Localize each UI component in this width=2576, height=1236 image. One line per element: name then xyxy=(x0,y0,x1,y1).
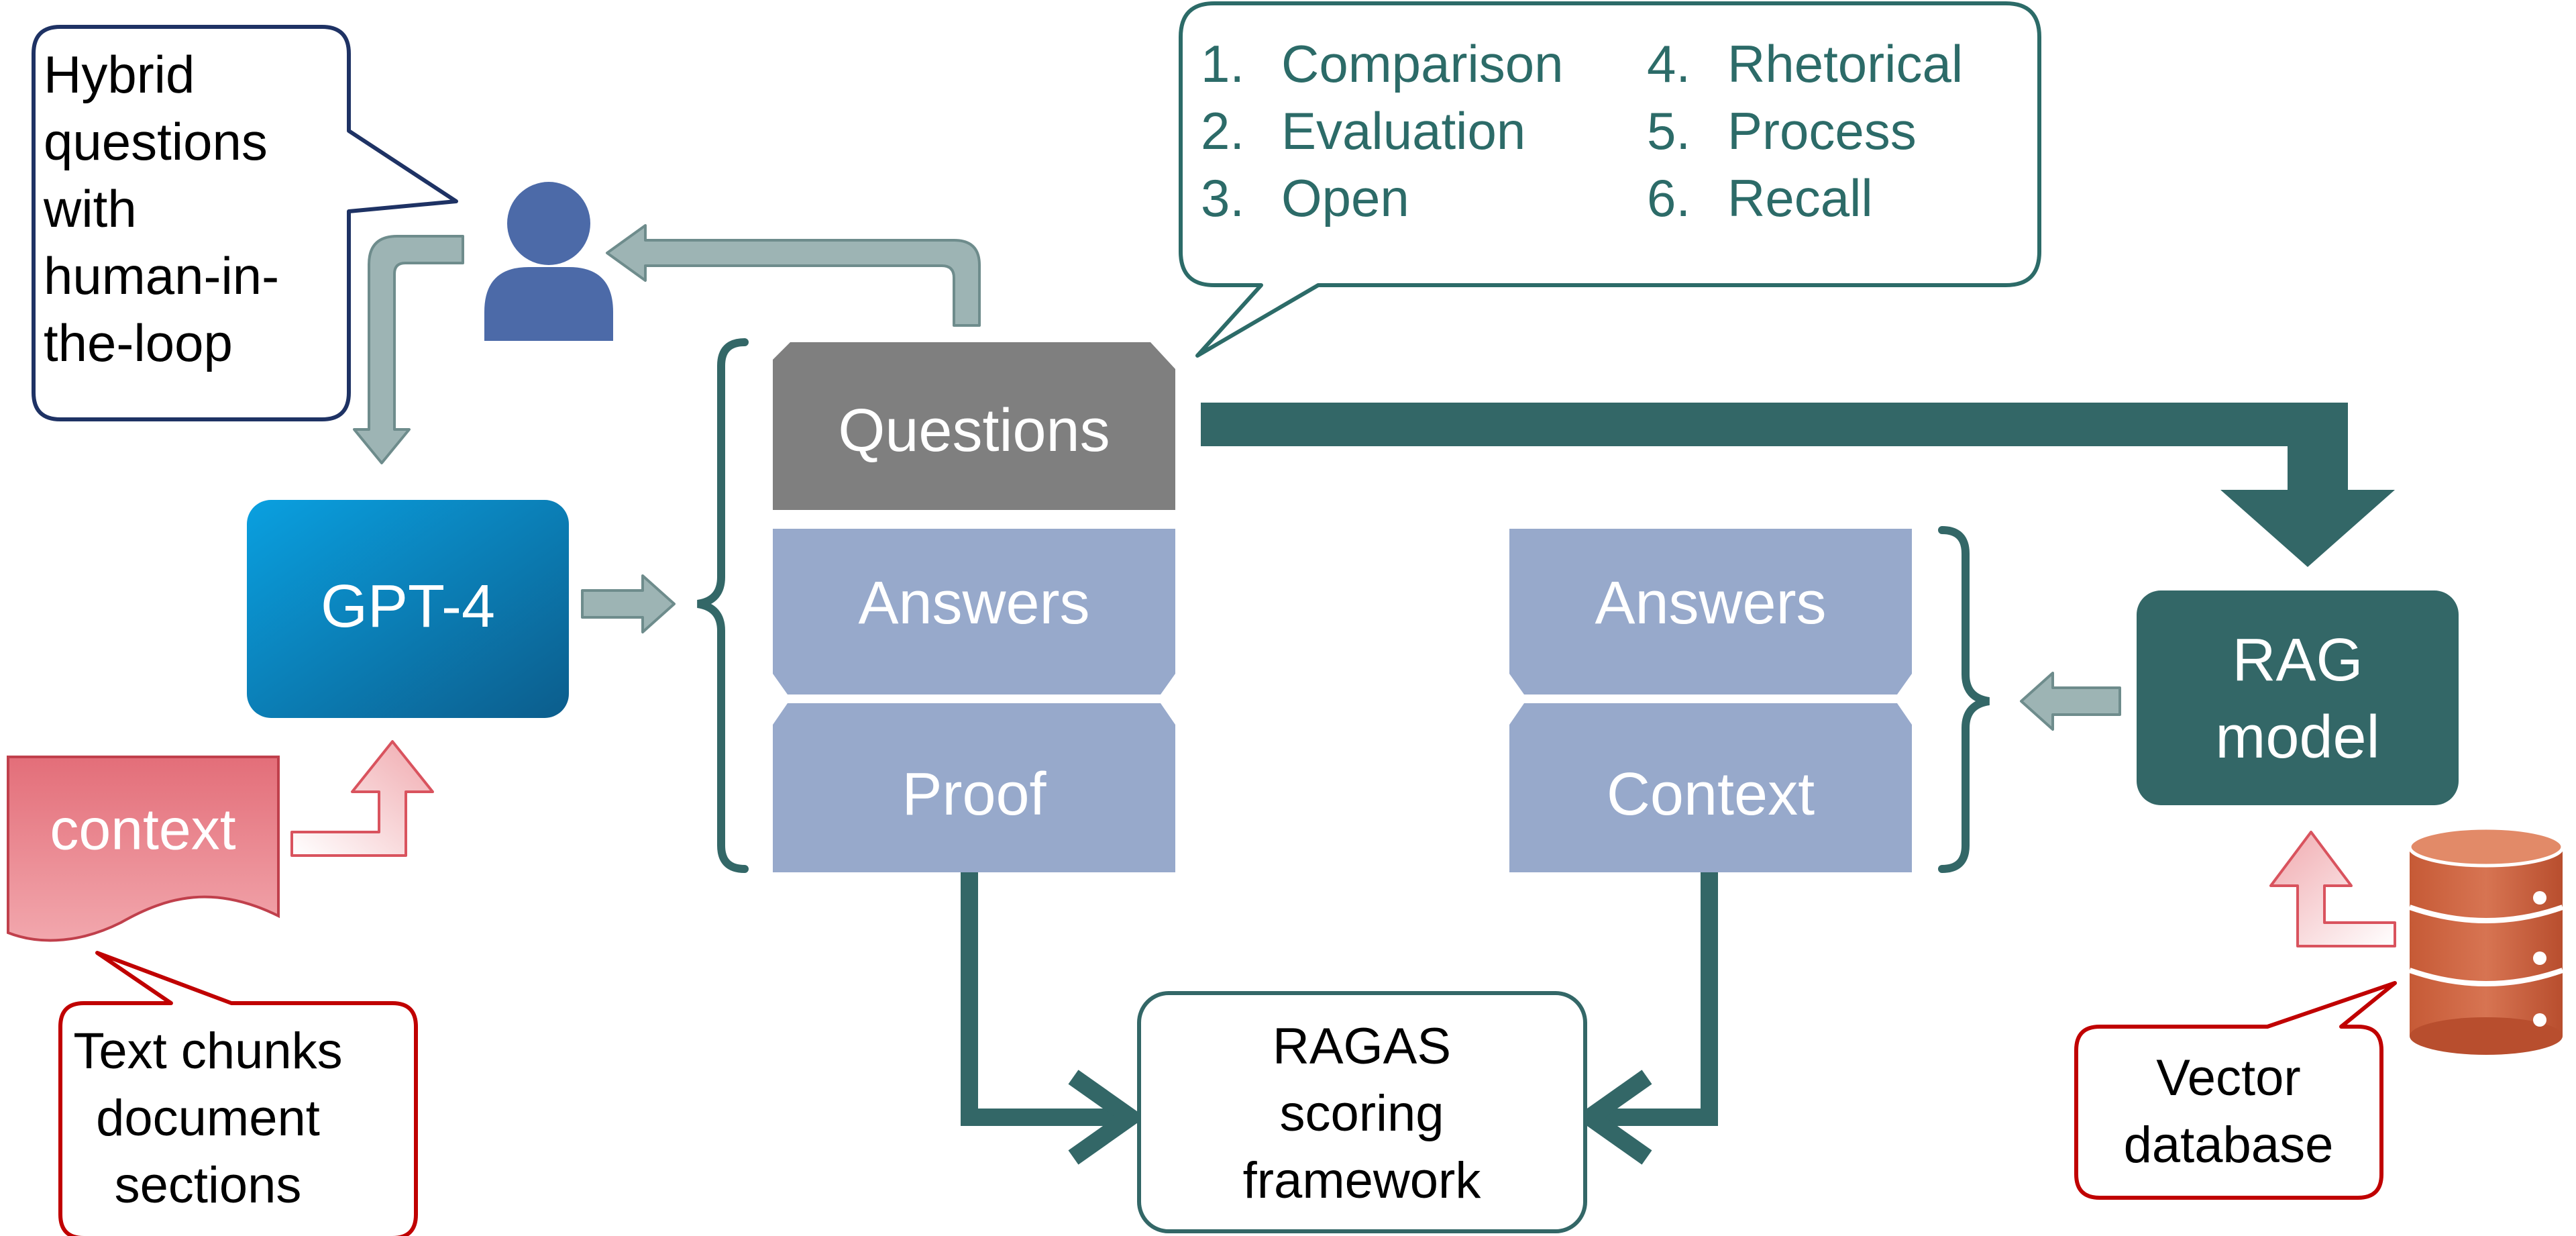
qtype-num-1: 1. xyxy=(1201,34,1244,93)
rag-to-brace-arrow xyxy=(2020,672,2121,731)
answers-left-label: Answers xyxy=(858,570,1089,637)
questions-to-user-arrow xyxy=(606,224,981,327)
questions-label: Questions xyxy=(838,397,1110,464)
proof-to-ragas-arrow xyxy=(961,872,1120,1126)
gpt4-label: GPT-4 xyxy=(321,573,495,640)
context-right-label: Context xyxy=(1607,761,1815,828)
left-brace xyxy=(696,338,749,873)
hybrid-line-2: questions xyxy=(44,112,268,171)
qtype-label-6: Recall xyxy=(1727,168,1873,227)
ragas-line-1: RAGAS xyxy=(1273,1018,1451,1075)
qtype-label-1: Comparison xyxy=(1281,34,1564,93)
proof-label: Proof xyxy=(902,761,1046,828)
context-to-ragas-arrowhead xyxy=(1574,1070,1652,1165)
chunks-line-2: document xyxy=(96,1090,320,1147)
hybrid-line-1: Hybrid xyxy=(44,45,195,104)
document-icon: context xyxy=(7,756,280,942)
ragas-line-3: framework xyxy=(1243,1152,1482,1209)
questions-box: Questions xyxy=(773,342,1175,510)
proof-box: Proof xyxy=(773,703,1175,872)
rag-line-1: RAG xyxy=(2232,627,2363,694)
qtype-label-2: Evaluation xyxy=(1281,101,1525,160)
database-to-rag-arrow xyxy=(2269,831,2396,947)
qtype-label-3: Open xyxy=(1281,168,1409,227)
qtype-num-6: 6. xyxy=(1647,168,1690,227)
qtype-num-4: 4. xyxy=(1647,34,1690,93)
gpt4-box: GPT-4 xyxy=(247,500,569,718)
rag-model-box: RAG model xyxy=(2137,590,2459,805)
vector-database-callout: Vector database xyxy=(2074,981,2397,1200)
hybrid-line-3: with xyxy=(43,179,137,238)
text-chunks-callout: Text chunks document sections xyxy=(58,951,418,1236)
user-icon xyxy=(484,182,613,341)
ragas-box: RAGAS scoring framework xyxy=(1137,991,1587,1233)
answers-right-label: Answers xyxy=(1595,570,1826,637)
qtype-num-3: 3. xyxy=(1201,168,1244,227)
answers-box-right: Answers xyxy=(1509,529,1912,694)
database-icon xyxy=(2408,826,2565,1055)
vector-line-1: Vector xyxy=(2156,1049,2300,1106)
qtype-num-5: 5. xyxy=(1647,101,1690,160)
chunks-line-3: sections xyxy=(115,1157,302,1214)
gpt4-to-brace-arrow xyxy=(581,574,676,633)
chunks-line-1: Text chunks xyxy=(73,1023,342,1080)
user-to-gpt4-arrow xyxy=(353,235,464,464)
rag-line-2: model xyxy=(2215,704,2379,771)
answers-box-left: Answers xyxy=(773,529,1175,694)
qtype-label-4: Rhetorical xyxy=(1727,34,1963,93)
qtype-label-5: Process xyxy=(1727,101,1917,160)
ragas-line-2: scoring xyxy=(1280,1085,1444,1142)
context-box-right: Context xyxy=(1509,703,1912,872)
qtype-num-2: 2. xyxy=(1201,101,1244,160)
right-brace xyxy=(1938,526,1990,873)
hybrid-line-4: human-in- xyxy=(44,246,279,305)
context-to-ragas-arrow xyxy=(1600,872,1718,1126)
vector-line-2: database xyxy=(2124,1117,2334,1174)
context-doc-label: context xyxy=(50,798,235,862)
questions-to-rag-arrow xyxy=(1201,403,2395,567)
proof-to-ragas-arrowhead xyxy=(1068,1070,1146,1165)
hybrid-questions-callout: Hybrid questions with human-in- the-loop xyxy=(32,25,458,421)
question-types-callout: 1. Comparison 2. Evaluation 3. Open 4. R… xyxy=(1179,1,2041,358)
context-to-gpt4-arrow xyxy=(290,740,434,857)
hybrid-line-5: the-loop xyxy=(44,313,233,372)
